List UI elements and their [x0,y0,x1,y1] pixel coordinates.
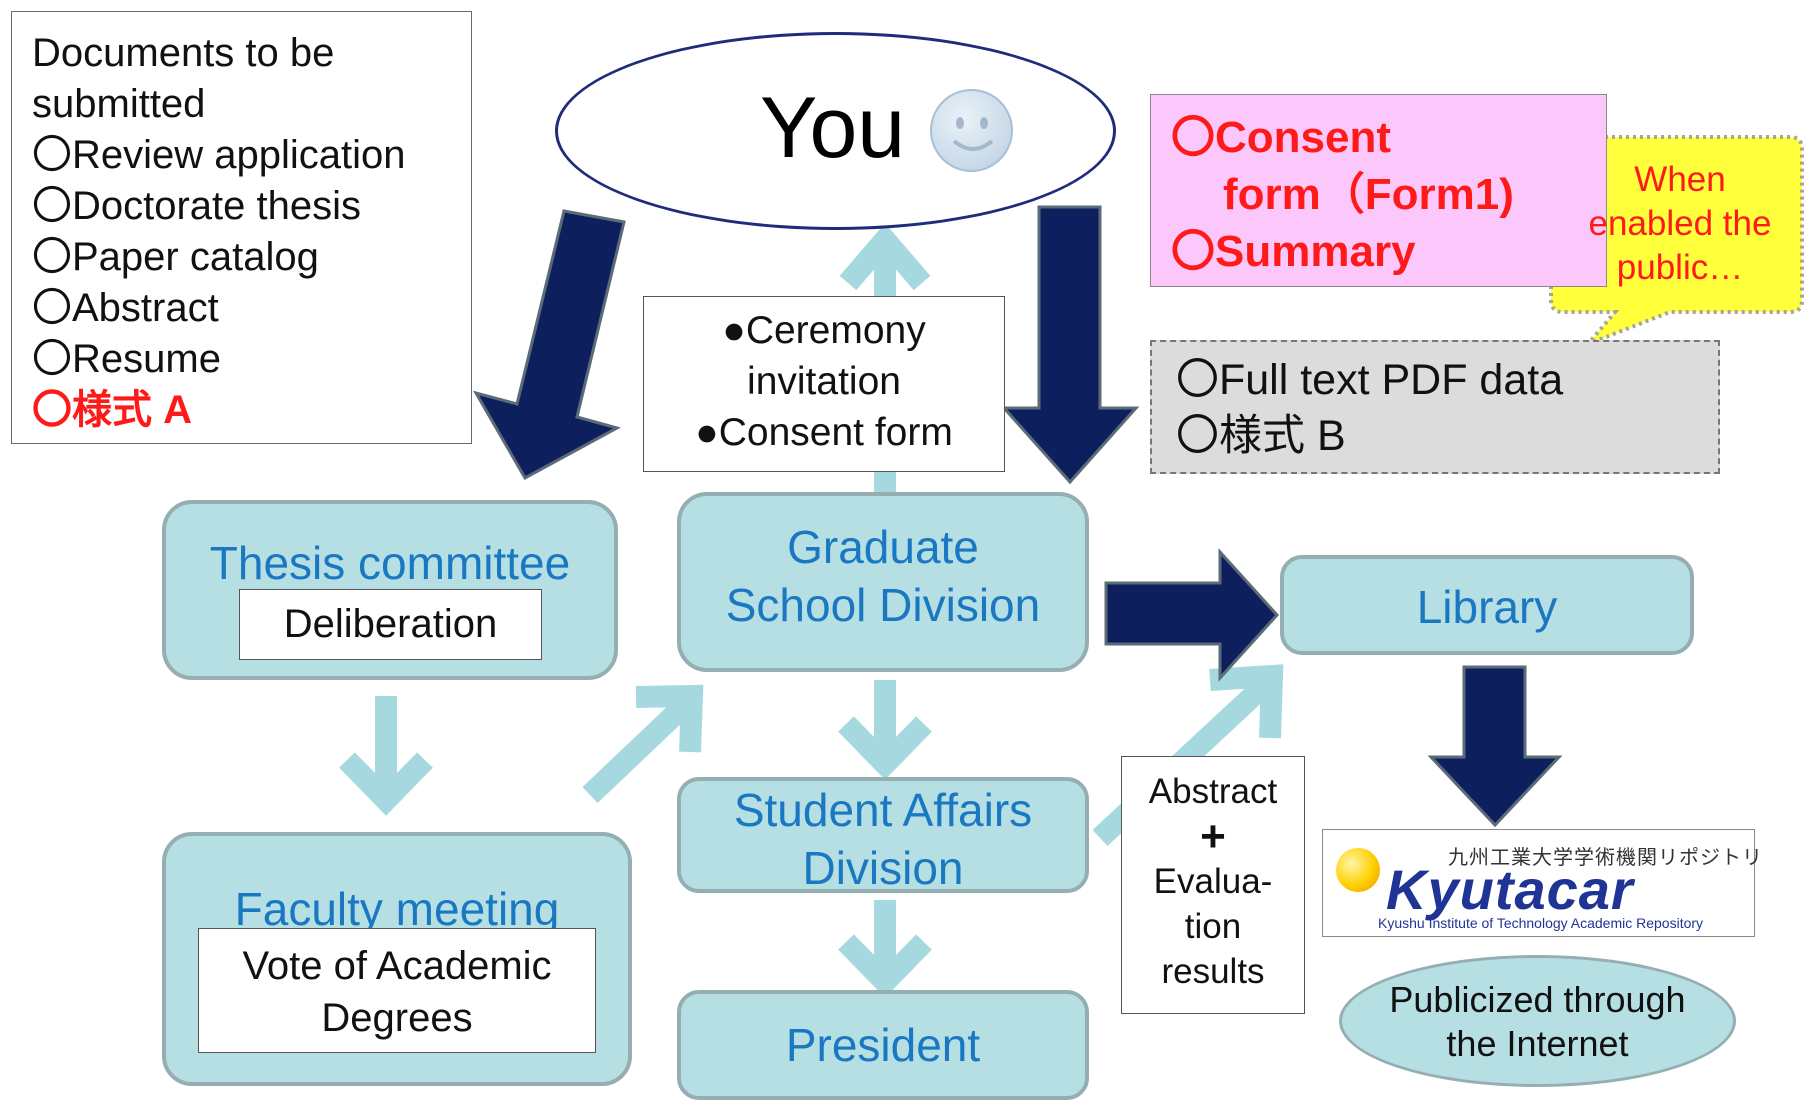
internet-ellipse: Publicized through the Internet [1339,955,1736,1087]
docs-item: 〇Abstract [32,286,219,330]
you-label: You [760,80,906,176]
kyutacar-logo [1322,829,1755,937]
graduate-label-1: Graduate [787,521,979,573]
graduate-label-2: School Division [725,579,1041,631]
abstract-evaluation-box: Abstract + Evalua- tion results [1121,756,1305,1014]
faculty-label: Faculty meeting [234,883,560,935]
abstract-line-2: Evalua- [1153,862,1273,901]
logo-wordmark: Kyutacar [1386,858,1634,921]
arrow-docs-to-thesis [472,209,626,481]
callout-line-2: enabled the [1588,204,1772,243]
abstract-line-4: results [1161,952,1265,991]
student-label-2: Division [802,842,964,894]
docs-item-form-a: 〇様式 A [32,388,192,432]
abstract-plus: + [1200,812,1226,861]
ceremony-line-2: invitation [747,360,901,403]
arrow-graduate-to-library [1104,548,1280,682]
ceremony-box: ●Ceremony invitation ●Consent form [643,296,1005,472]
vote-line-2: Degrees [321,996,473,1040]
arrow-graduate-to-student-head [838,716,932,780]
docs-item: 〇Resume [32,337,221,381]
arrow-thesis-to-faculty-head [339,752,433,816]
graduate-school-node: Graduate School Division [677,492,1089,672]
fulltext-box: 〇Full text PDF data 〇様式 B [1150,340,1720,474]
deliberation-box: Deliberation [239,589,542,660]
arrow-library-to-logo [1427,665,1563,828]
thesis-committee-label: Thesis committee [209,537,571,589]
abstract-line-3: tion [1184,907,1242,946]
callout-bubble [1549,135,1804,346]
abstract-line-1: Abstract [1148,772,1278,811]
docs-title-1: Documents to be [32,31,335,75]
internet-line-2: the Internet [1446,1023,1629,1064]
student-affairs-node: Student Affairs Division [677,777,1089,894]
smiley-icon [930,89,1013,172]
vote-line-1: Vote of Academic [242,944,552,988]
logo-sphere-icon [1336,848,1380,892]
you-ellipse [555,32,1116,230]
callout-line-1: When [1634,160,1726,199]
library-node: Library [1280,555,1694,655]
docs-item: 〇Doctorate thesis [32,184,362,228]
arrow-student-to-president-head [838,934,932,998]
docs-item: 〇Review application [32,133,406,177]
arrow-you-to-graduate [1000,205,1140,485]
logo-japanese-text: 九州工業大学学術機関リポジトリ [1448,847,1763,869]
docs-item: 〇Paper catalog [32,235,319,279]
ceremony-line-3: ●Consent form [695,411,953,454]
president-node: President [677,990,1089,1100]
logo-subtitle: Kyushu Institute of Technology Academic … [1378,915,1704,931]
documents-box: Documents to be submitted 〇Review applic… [11,11,472,444]
arrow-faculty-to-graduate [582,692,698,803]
vote-box: Vote of Academic Degrees [198,928,596,1053]
consent-box: 〇Consent form（Form1) 〇Summary [1150,94,1607,287]
consent-line-1: 〇Consent [1171,113,1391,162]
callout-text: When enabled the public… [1556,158,1804,290]
internet-line-1: Publicized through [1389,979,1686,1020]
callout-line-3: public… [1616,248,1744,287]
fulltext-line-1: 〇Full text PDF data [1176,356,1564,404]
consent-line-3: 〇Summary [1171,227,1416,276]
arrow-faculty-to-graduate-head [635,684,704,753]
arrow-up-to-you-head [839,223,931,291]
fulltext-line-2: 〇様式 B [1176,412,1346,460]
student-label-1: Student Affairs [733,784,1033,836]
consent-line-2: form（Form1) [1223,170,1514,219]
ceremony-line-1: ●Ceremony [722,309,926,352]
arrow-student-to-library-head [1209,664,1284,739]
docs-title-2: submitted [32,82,206,126]
